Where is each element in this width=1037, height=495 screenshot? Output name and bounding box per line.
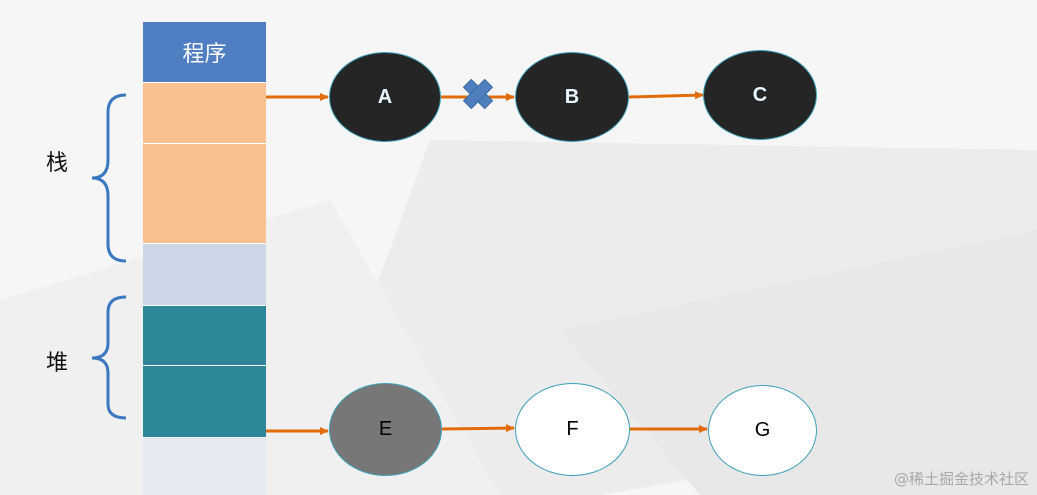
- heap-block-1: [143, 306, 266, 366]
- arrow-e-to-f: [441, 424, 515, 433]
- heap-label: 堆: [46, 351, 69, 376]
- program-label: 程序: [182, 42, 227, 67]
- stack-frame-2: [143, 144, 266, 244]
- node-e-label: E: [378, 418, 393, 440]
- node-c-label: C: [752, 83, 768, 106]
- cross-icon: [462, 78, 494, 110]
- arrow-b-to-c: [628, 91, 704, 100]
- node-f: F: [515, 383, 630, 476]
- node-c: C: [703, 50, 817, 140]
- program-block: 程序: [143, 22, 266, 83]
- free-memory-block: [143, 244, 266, 306]
- bottom-memory-block: [143, 438, 266, 495]
- node-a: A: [329, 52, 441, 142]
- node-b-label: B: [564, 85, 580, 108]
- stack-label: 栈: [46, 151, 69, 176]
- watermark: @稀土掘金技术社区: [893, 470, 1029, 488]
- node-e: E: [329, 383, 442, 476]
- node-f-label: F: [566, 418, 579, 440]
- stack-frame-1: [143, 83, 266, 144]
- node-a-label: A: [377, 85, 393, 108]
- stack-brace: [91, 93, 127, 263]
- node-g-label: G: [754, 419, 771, 441]
- heap-block-2: [143, 366, 266, 438]
- node-b: B: [515, 52, 629, 142]
- heap-brace: [91, 295, 127, 420]
- node-g: G: [708, 385, 817, 476]
